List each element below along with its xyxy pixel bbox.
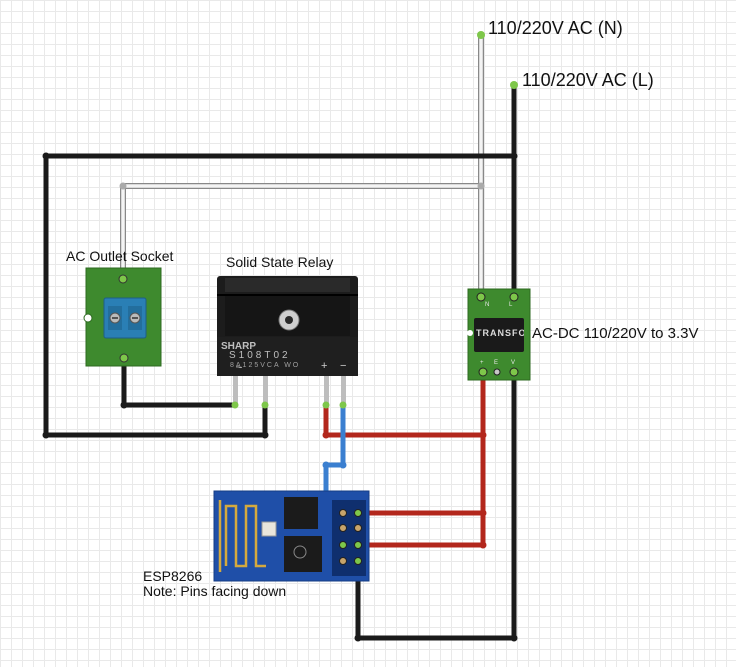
ac-outlet-socket[interactable] bbox=[83, 267, 162, 367]
converter-label: AC-DC 110/220V to 3.3V bbox=[532, 325, 699, 342]
ssr-rating: 8A125VCA WO bbox=[230, 362, 301, 369]
ac-live-label: 110/220V AC (L) bbox=[522, 70, 654, 90]
ssr-brand: SHARP bbox=[221, 341, 257, 352]
converter-pin-plus-label: + bbox=[480, 360, 484, 366]
ssr-label: Solid State Relay bbox=[226, 254, 334, 270]
wire-endpoints bbox=[42, 31, 518, 642]
converter-pin-l bbox=[509, 292, 519, 302]
ssr-pin-plus bbox=[322, 401, 330, 409]
ssr-ac-symbol: ~ bbox=[236, 362, 243, 374]
converter-pin-plus bbox=[478, 367, 488, 377]
converter-pin-v-label: V bbox=[511, 360, 516, 366]
ssr-pin-minus bbox=[339, 401, 347, 409]
acdc-converter[interactable] bbox=[467, 288, 531, 381]
esp8266-module[interactable] bbox=[213, 490, 370, 582]
ssr-pin-ac2 bbox=[261, 401, 269, 409]
ssr-part-number: S108T02 bbox=[229, 350, 291, 361]
converter-pin-e-label: E bbox=[494, 360, 499, 366]
ssr-minus-label: − bbox=[340, 360, 347, 372]
converter-pin-n bbox=[476, 292, 486, 302]
converter-pin-n-label: N bbox=[485, 302, 490, 308]
antenna-trace bbox=[218, 500, 266, 572]
esp-name-label: ESP8266 bbox=[143, 568, 203, 584]
solid-state-relay[interactable] bbox=[217, 276, 358, 409]
converter-pin-v bbox=[509, 367, 519, 377]
converter-chip-label: TRANSFO bbox=[476, 328, 524, 338]
ssr-plus-wire[interactable] bbox=[323, 402, 486, 438]
outlet-pin-bottom bbox=[119, 353, 129, 363]
power-plus-wire[interactable] bbox=[355, 369, 486, 548]
ground-wire[interactable] bbox=[355, 369, 517, 641]
esp-note-label: Note: Pins facing down bbox=[143, 583, 287, 599]
ac-neutral-label: 110/220V AC (N) bbox=[488, 18, 623, 38]
converter-pin-e bbox=[493, 368, 501, 376]
converter-pin-l-label: L bbox=[509, 302, 513, 308]
ssr-plus-label: + bbox=[321, 360, 328, 372]
ssr-pin-ac1 bbox=[231, 401, 239, 409]
outlet-pin-top bbox=[118, 274, 128, 284]
ac-outlet-label: AC Outlet Socket bbox=[66, 248, 174, 264]
